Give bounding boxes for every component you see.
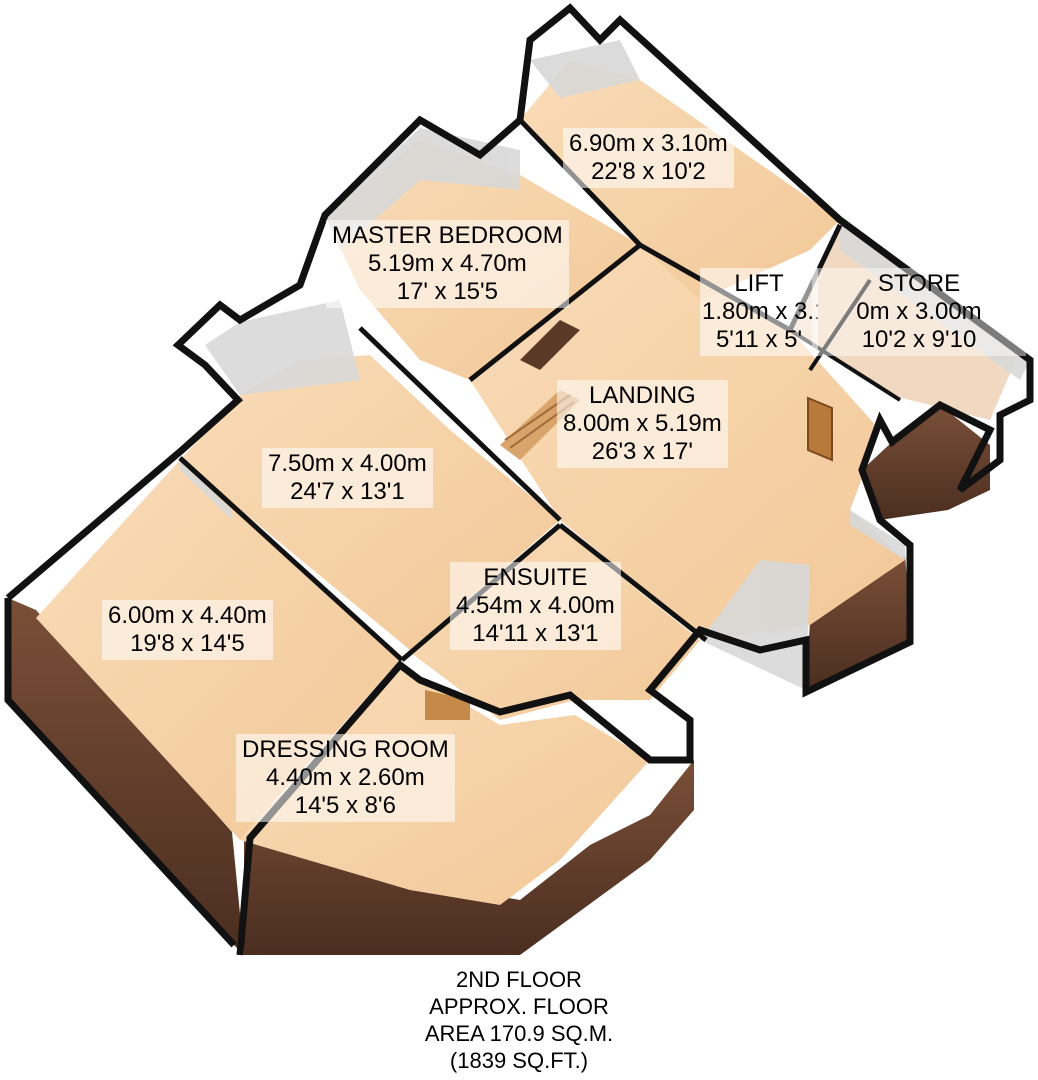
label-master-bedroom: MASTER BEDROOM 5.19m x 4.70m 17' x 15'5	[326, 220, 569, 308]
store-metric: 0m x 3.00m	[856, 298, 982, 325]
master-bedroom-imperial: 17' x 15'5	[396, 278, 498, 305]
left-room-imperial: 19'8 x 14'5	[130, 630, 245, 657]
label-landing: LANDING 8.00m x 5.19m 26'3 x 17'	[557, 380, 728, 468]
label-bedroom: 7.50m x 4.00m 24'7 x 13'1	[262, 448, 433, 508]
bedroom-metric: 7.50m x 4.00m	[268, 450, 427, 477]
floor-plan-3d	[4, 3, 1034, 956]
store-name: STORE	[877, 270, 961, 297]
wall-tops	[4, 3, 1034, 956]
dressing-room-imperial: 14'5 x 8'6	[294, 792, 396, 819]
store-imperial: 10'2 x 9'10	[861, 326, 977, 353]
interior-walls	[180, 40, 1030, 690]
lift-metric: 1.80m x 3.1	[702, 298, 818, 325]
top-room-metric: 6.90m x 3.10m	[569, 130, 728, 157]
area-sqm: AREA 170.9 SQ.M.	[424, 1021, 614, 1046]
label-lift: LIFT 1.80m x 3.1 5'11 x 5'	[700, 268, 818, 356]
label-top-room: 6.90m x 3.10m 22'8 x 10'2	[563, 128, 734, 188]
label-dressing-room: DRESSING ROOM 4.40m x 2.60m 14'5 x 8'6	[236, 734, 455, 822]
exterior-walls	[8, 405, 990, 955]
ensuite-imperial: 14'11 x 13'1	[472, 620, 599, 647]
door-lift	[807, 396, 833, 462]
landing-metric: 8.00m x 5.19m	[563, 410, 722, 437]
label-ensuite: ENSUITE 4.54m x 4.00m 14'11 x 13'1	[450, 562, 621, 650]
label-left-room: 6.00m x 4.40m 19'8 x 14'5	[102, 600, 273, 660]
floor-name: 2ND FLOOR	[456, 967, 582, 992]
area-sqft: (1839 SQ.FT.)	[449, 1048, 589, 1073]
lift-name: LIFT	[734, 270, 784, 297]
landing-imperial: 26'3 x 17'	[591, 438, 693, 465]
ensuite-metric: 4.54m x 4.00m	[456, 592, 615, 619]
bedroom-imperial: 24'7 x 13'1	[290, 478, 405, 505]
label-store: STORE 0m x 3.00m 10'2 x 9'10	[812, 268, 1026, 356]
master-bedroom-name: MASTER BEDROOM	[332, 222, 563, 249]
master-bedroom-metric: 5.19m x 4.70m	[367, 250, 527, 277]
ensuite-name: ENSUITE	[483, 564, 588, 591]
floor-lift-store	[790, 225, 1020, 420]
top-room-imperial: 22'8 x 10'2	[591, 158, 706, 185]
dressing-room-name: DRESSING ROOM	[242, 736, 449, 763]
dressing-room-metric: 4.40m x 2.60m	[265, 764, 425, 791]
left-room-metric: 6.00m x 4.40m	[108, 602, 267, 629]
floor-area-caption: 2ND FLOOR APPROX. FLOOR AREA 170.9 SQ.M.…	[0, 966, 1038, 1078]
lift-imperial: 5'11 x 5'	[715, 326, 803, 353]
approx-floor: APPROX. FLOOR	[429, 994, 609, 1019]
landing-name: LANDING	[589, 382, 696, 409]
